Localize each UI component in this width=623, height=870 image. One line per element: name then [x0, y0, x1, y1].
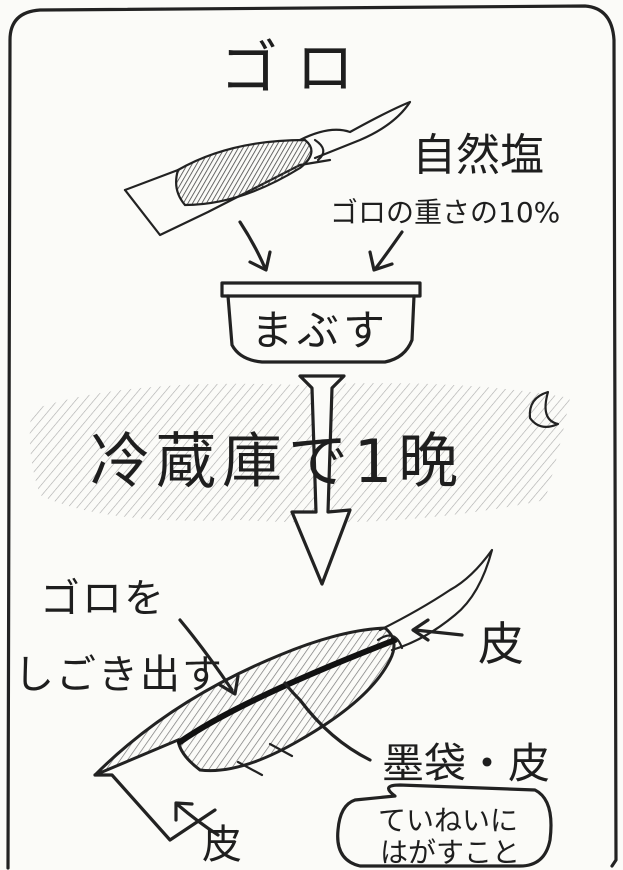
ink-sac-line — [177, 637, 398, 745]
arrow-squeeze — [178, 618, 234, 692]
fridge-hatched-band — [29, 383, 571, 523]
bowl-label: まぶす — [251, 306, 389, 355]
label-membrane-bottom: 皮 — [202, 822, 242, 868]
squid-bottom-illustration — [93, 548, 494, 842]
fridge-label: 冷蔵庫で1晩 — [90, 427, 464, 497]
arrow-ink-sac — [283, 681, 372, 762]
note-line1: ていねいに — [378, 804, 518, 837]
salt-label: 自然塩 — [412, 130, 544, 181]
squid-top-illustration — [123, 100, 412, 237]
arrow-membrane-top — [413, 628, 464, 637]
arrow-salt-to-bowl — [374, 230, 404, 270]
salt-amount: ゴロの重さの10% — [330, 196, 560, 229]
label-ink-sac: 墨袋・皮 — [382, 739, 550, 788]
note-line2: はがすこと — [380, 836, 520, 869]
page-title: ゴロ — [220, 34, 372, 102]
moon-icon — [528, 390, 560, 429]
label-membrane-top: 皮 — [478, 617, 524, 671]
note-bubble — [336, 783, 553, 868]
squeeze-label-line2: しごき出す — [14, 652, 224, 698]
arrow-membrane-bottom — [176, 803, 220, 837]
mixing-bowl — [220, 281, 422, 364]
arrow-bowl-to-squid — [290, 374, 352, 586]
guts-body-bottom — [93, 626, 396, 777]
guts-sac-top — [175, 138, 313, 207]
panel-frame — [6, 4, 618, 870]
arrow-squid-to-bowl — [238, 220, 267, 270]
squeeze-label-line1: ゴロを — [40, 576, 166, 622]
